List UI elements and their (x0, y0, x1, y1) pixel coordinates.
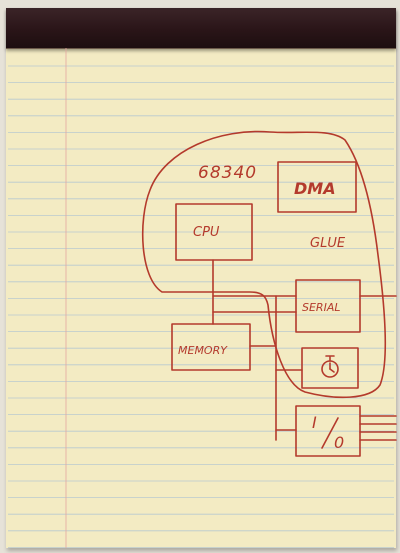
io-letter-o: 0 (334, 433, 344, 452)
timer-icon (322, 356, 338, 377)
cpu-label: CPU (193, 225, 220, 240)
chip-boundary-loop (143, 132, 386, 398)
chip-label: 68340 (198, 163, 257, 183)
memory-label: MEMORY (178, 344, 228, 357)
serial-label: SERIAL (302, 301, 340, 314)
io-letter-i: I (312, 413, 317, 432)
glue-label: GLUE (310, 236, 346, 251)
dma-label: DMA (294, 179, 336, 198)
